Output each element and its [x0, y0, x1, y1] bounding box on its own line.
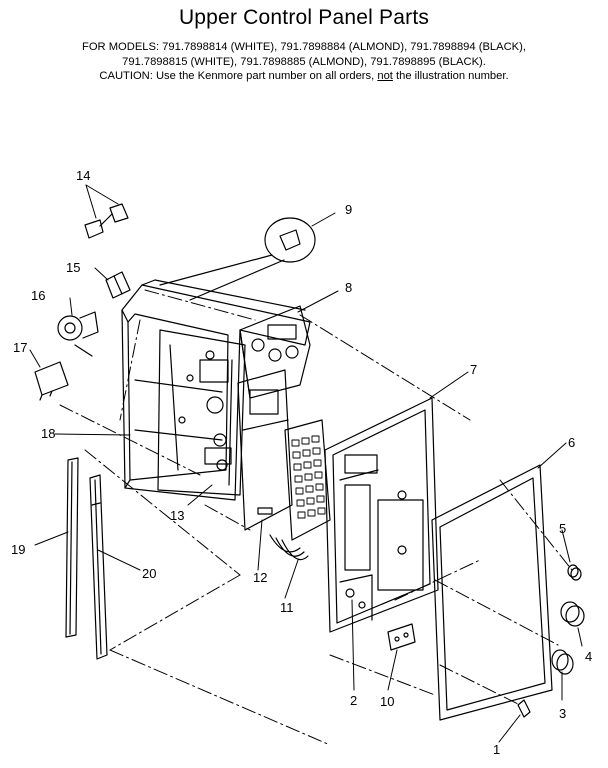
callout-20: 20 [142, 566, 156, 581]
callout-9: 9 [345, 202, 352, 217]
part-7-control-panel [324, 397, 439, 633]
caution-note: CAUTION: Use the Kenmore part number on … [0, 70, 608, 82]
callout-7: 7 [470, 362, 477, 377]
part-15-connector [105, 271, 131, 299]
model-line-2: 791.7898815 (WHITE), 791.7898885 (ALMOND… [122, 56, 486, 68]
model-line-1: FOR MODELS: 791.7898814 (WHITE), 791.789… [82, 41, 526, 53]
part-3-knob [551, 649, 574, 675]
part-13-circuit-board [157, 329, 246, 496]
part-4-knob [560, 601, 585, 627]
caution-emphasis: not [377, 70, 393, 82]
callout-6: 6 [568, 435, 575, 450]
callout-15: 15 [66, 260, 80, 275]
callout-19: 19 [11, 542, 25, 557]
model-list: FOR MODELS: 791.7898814 (WHITE), 791.789… [0, 40, 608, 70]
part-6-door-frame [431, 464, 553, 721]
part-9-detail-callout [159, 217, 316, 301]
part-19-side-trim [65, 457, 79, 638]
caution-prefix: CAUTION: Use the Kenmore part number on … [99, 70, 378, 82]
part-11-keypad [269, 419, 331, 561]
callout-labels: 14 15 16 17 18 19 20 13 12 11 9 8 7 6 5 … [11, 168, 592, 757]
callout-4: 4 [585, 649, 592, 664]
part-14-fuse [84, 203, 129, 239]
callout-5: 5 [559, 521, 566, 536]
caution-suffix: the illustration number. [392, 70, 509, 82]
part-17-switch [34, 361, 69, 401]
callout-16: 16 [31, 288, 45, 303]
part-1-pin [517, 699, 531, 718]
callout-17: 17 [13, 340, 27, 355]
callout-1: 1 [493, 742, 500, 757]
part-18-panel-frame [121, 279, 311, 501]
callout-leaders [29, 184, 583, 743]
callout-8: 8 [345, 280, 352, 295]
part-20-side-trim [89, 474, 108, 660]
callout-13: 13 [170, 508, 184, 523]
callout-18: 18 [41, 426, 55, 441]
callout-12: 12 [253, 570, 267, 585]
part-8-display-module [239, 305, 311, 399]
callout-3: 3 [559, 706, 566, 721]
part-5-knob [567, 564, 582, 581]
part-10-bracket [387, 623, 416, 651]
callout-2: 2 [350, 693, 357, 708]
callout-14: 14 [76, 168, 90, 183]
assembly-guide-lines [59, 289, 573, 746]
part-16-motor [57, 311, 99, 357]
page-title: Upper Control Panel Parts [178, 6, 430, 29]
callout-11: 11 [280, 600, 294, 615]
callout-10: 10 [380, 694, 394, 709]
part-12-touch-control [237, 369, 293, 531]
